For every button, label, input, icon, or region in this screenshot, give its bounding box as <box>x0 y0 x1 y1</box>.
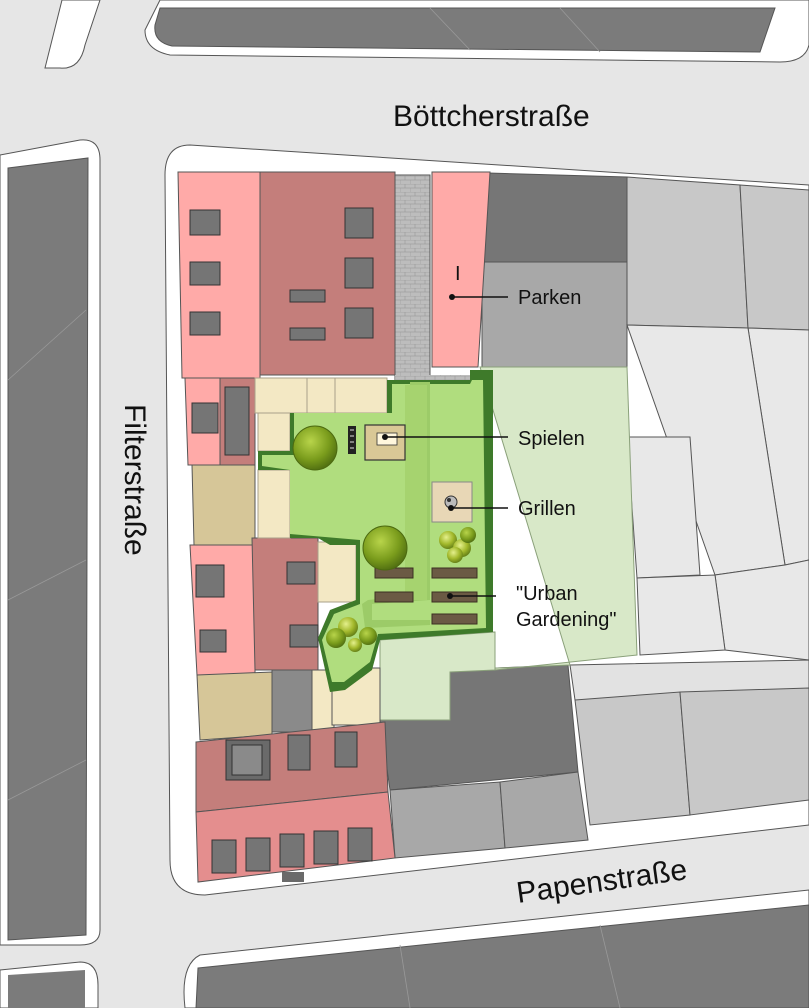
label-urban-gardening-line2: Gardening" <box>516 609 617 631</box>
shrub-icon <box>326 628 346 648</box>
south-inner-buildings <box>379 664 589 859</box>
north-windows <box>189 207 374 341</box>
west-block <box>0 139 101 1008</box>
annotation-lines <box>385 296 508 597</box>
street-label-west: Filterstraße <box>118 404 151 556</box>
label-grillen: Grillen <box>518 498 576 520</box>
label-urban-gardening-line1: "Urban <box>516 583 578 605</box>
label-parken: Parken <box>518 287 581 309</box>
label-spielen: Spielen <box>518 428 585 450</box>
annotation-dots <box>382 294 455 599</box>
shrub-icon <box>359 627 377 645</box>
shrub-icon <box>447 547 463 563</box>
trees <box>292 425 476 652</box>
parking-marker: I <box>455 263 461 285</box>
east-buildings <box>481 172 809 826</box>
street-label-north: Böttcherstraße <box>393 100 590 133</box>
west-buildings <box>184 377 381 741</box>
north-buildings <box>177 171 491 381</box>
gardening-beds <box>374 567 478 625</box>
terraces <box>254 377 388 603</box>
shrub-icon <box>460 527 476 543</box>
grill-area <box>431 481 473 523</box>
south-buildings <box>195 721 396 883</box>
north-block <box>44 0 809 69</box>
south-block <box>183 889 809 1008</box>
shrub-icon <box>439 531 457 549</box>
play-area <box>348 424 406 461</box>
tree-icon <box>292 425 338 471</box>
shrub-icon <box>348 638 362 652</box>
tree-icon <box>362 525 408 571</box>
